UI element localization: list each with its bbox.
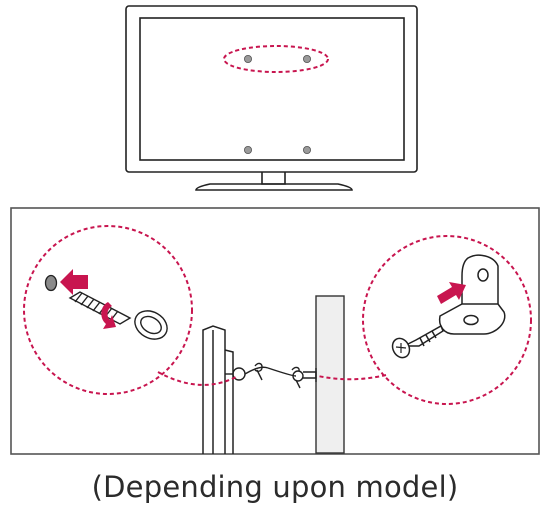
- tv-stand-neck: [261, 172, 286, 185]
- highlight-ellipse: [223, 45, 329, 73]
- tv-hole-icon: [44, 274, 58, 292]
- eye-bolt-detail: [44, 269, 168, 340]
- figure-caption: (Depending upon model): [91, 470, 459, 504]
- tv-outer-frame: [125, 5, 418, 173]
- wall: [315, 295, 345, 454]
- tv-stand-base: [195, 183, 353, 191]
- left-leader-line: [157, 371, 237, 386]
- tv-inner-screen: [139, 17, 405, 161]
- insert-arrow-icon: [60, 269, 88, 295]
- tv-side-profile: [202, 325, 234, 454]
- bracket-insert-arrow-icon: [437, 282, 466, 304]
- mounting-hole-top-left: [243, 55, 252, 64]
- mounting-hole-bottom-right: [302, 145, 311, 154]
- installation-illustration: [10, 5, 540, 455]
- bracket-detail: [391, 254, 506, 359]
- tv-mounting-holes: [243, 55, 311, 154]
- cord-tie: [225, 362, 317, 389]
- tv-rear-view: [125, 5, 418, 191]
- screw-icon: [391, 324, 444, 359]
- mounting-hole-top-right: [302, 55, 311, 64]
- detail-frame: [10, 207, 540, 455]
- rotate-arrow-icon: [101, 302, 116, 329]
- mounting-hole-bottom-left: [243, 145, 252, 154]
